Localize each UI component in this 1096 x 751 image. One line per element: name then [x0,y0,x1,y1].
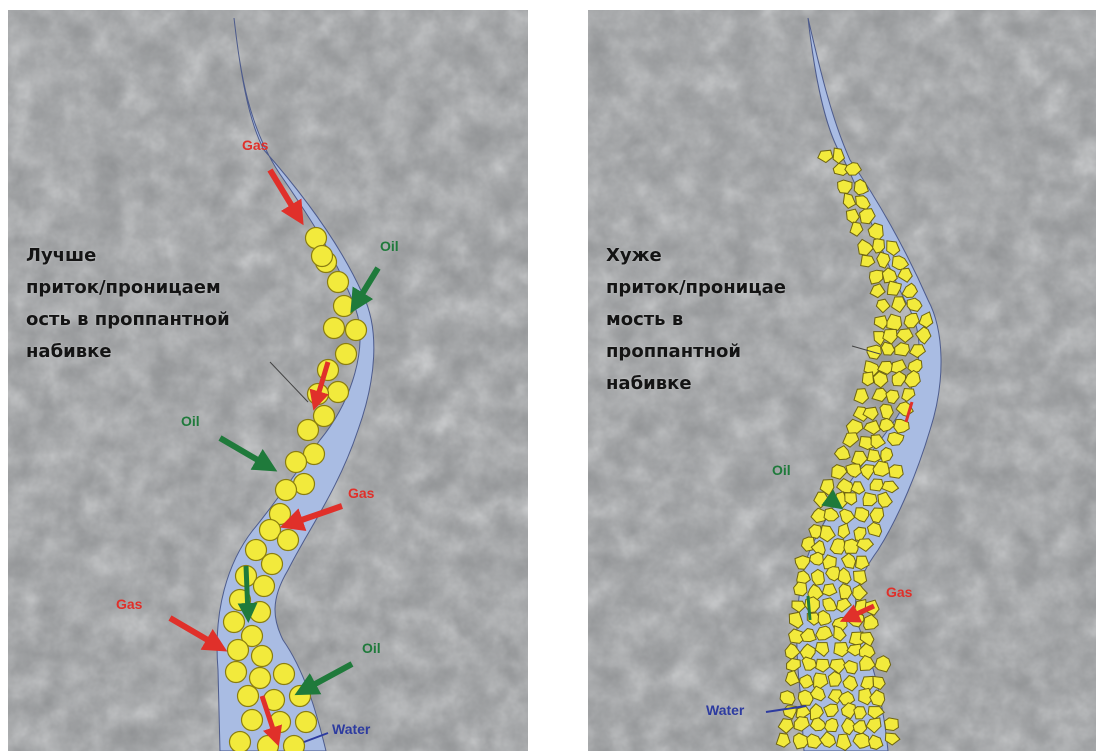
proppant-sphere [286,452,307,473]
proppant-fragment [867,450,880,463]
proppant-sphere [328,382,349,403]
proppant-sphere [284,736,305,751]
proppant-sphere [252,646,273,667]
gas-label: Gas [116,596,142,612]
proppant-sphere [346,320,367,341]
proppant-sphere [334,296,355,317]
proppant-sphere [262,554,283,575]
left-panel-round-proppant: Лучше приток/проницаем ость в проппантно… [8,10,528,751]
gas-label: Gas [348,485,374,501]
proppant-sphere [228,640,249,661]
proppant-sphere [298,420,319,441]
proppant-sphere [296,712,317,733]
proppant-sphere [324,318,345,339]
oil-flow-mark [808,596,810,620]
proppant-fragment [798,690,813,705]
proppant-fragment [889,465,903,478]
proppant-sphere [328,272,349,293]
proppant-fragment [870,479,883,491]
oil-label: Oil [380,238,399,254]
proppant-sphere [312,246,333,267]
proppant-sphere [278,530,299,551]
proppant-fragment [780,691,795,705]
proppant-sphere [336,344,357,365]
gas-label: Gas [886,584,912,600]
proppant-sphere [250,602,271,623]
proppant-sphere [238,686,259,707]
proppant-sphere [230,732,251,751]
oil-label: Oil [181,413,200,429]
gas-label: Gas [242,137,268,153]
proppant-fragment [884,718,898,731]
water-label: Water [332,721,370,737]
oil-flow-arrow [246,566,248,614]
oil-label: Oil [772,462,791,478]
caption-better-permeability: Лучше приток/проницаем ость в проппантно… [26,240,296,368]
proppant-fragment [844,539,859,553]
proppant-sphere [226,662,247,683]
proppant-fragment [862,372,873,386]
caption-worse-permeability: Хуже приток/проницае мость в проппантной… [606,240,806,400]
proppant-sphere [276,480,297,501]
proppant-sphere [274,664,295,685]
oil-label: Oil [362,640,381,656]
proppant-sphere [254,576,275,597]
proppant-sphere [224,612,245,633]
proppant-sphere [250,668,271,689]
proppant-sphere [242,710,263,731]
water-label: Water [706,702,744,718]
proppant-fragment [875,656,891,672]
right-panel-crushed-proppant: Хуже приток/проницае мость в проппантной… [588,10,1096,751]
left-panel-illustration [8,10,528,751]
